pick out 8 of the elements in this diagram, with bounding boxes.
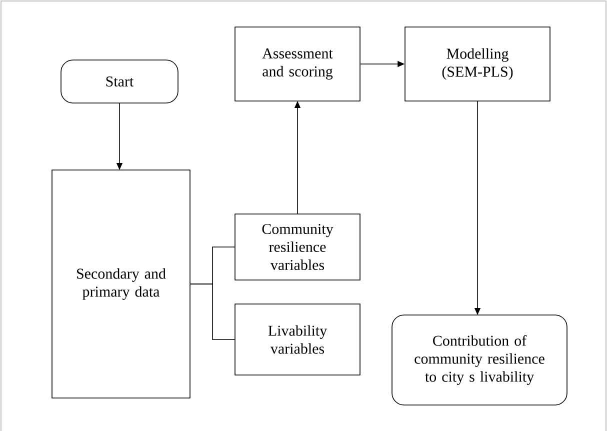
process-box: Livability variables	[234, 304, 360, 376]
terminal-box: Contribution of community resilience to city s livability	[392, 314, 568, 406]
process-box: Assessment and scoring	[234, 26, 360, 102]
process-box: Modelling (SEM-PLS)	[404, 26, 550, 102]
process-box: Secondary and primary data	[52, 170, 190, 398]
connector-line	[190, 284, 235, 340]
process-box: Community resilience variables	[234, 214, 360, 280]
terminal-box: Start	[60, 60, 178, 104]
